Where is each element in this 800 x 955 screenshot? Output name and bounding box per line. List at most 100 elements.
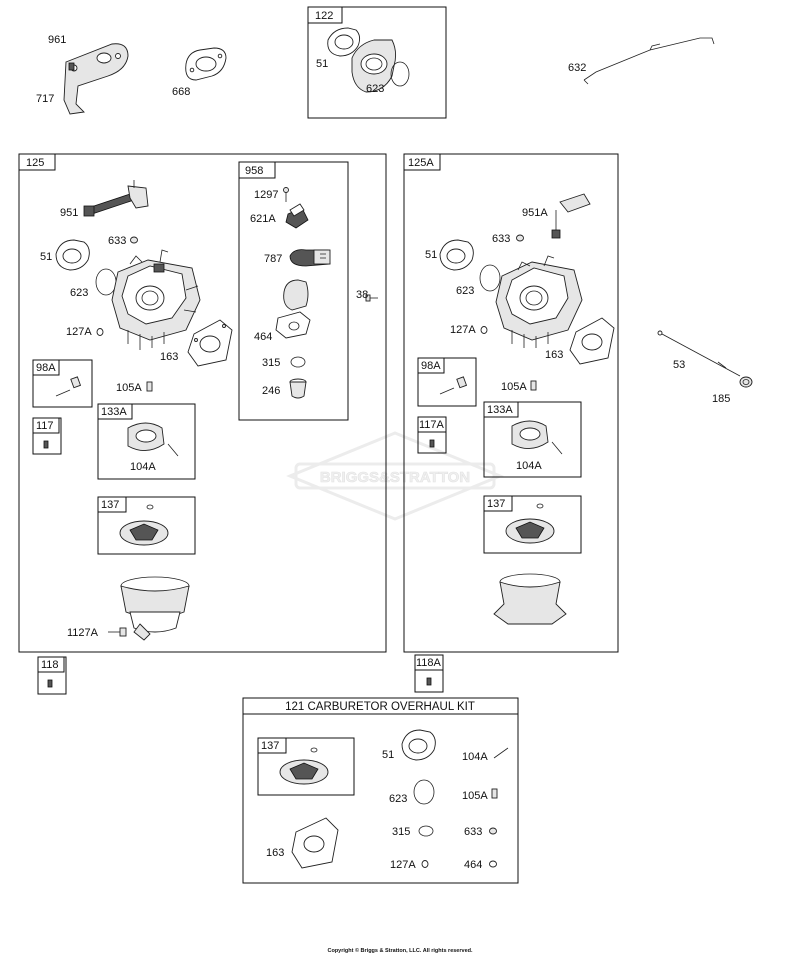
gasket-51-kit[interactable]: [401, 729, 436, 761]
label-951: 951: [60, 207, 78, 219]
gasket-163-r[interactable]: [569, 317, 615, 365]
jet-117[interactable]: [43, 440, 49, 449]
gasket-668[interactable]: [185, 47, 227, 81]
plug-127A-r[interactable]: [480, 326, 488, 334]
jet-117A[interactable]: [429, 439, 435, 448]
plug-633-r[interactable]: [516, 234, 524, 242]
bracket-717[interactable]: [63, 43, 129, 115]
group-122-box: [307, 6, 447, 119]
screw-1297[interactable]: [283, 187, 289, 203]
screw-98A[interactable]: [55, 376, 82, 397]
plug-127A-kit[interactable]: [421, 860, 429, 868]
group-133A-tag: [97, 403, 133, 420]
group-133A-r-box: [483, 401, 582, 478]
choke-lever-951[interactable]: [83, 180, 149, 217]
group-98A-r-label: 98A: [421, 360, 441, 372]
o-ring-623[interactable]: [95, 268, 117, 296]
o-ring-623-r[interactable]: [479, 264, 501, 292]
group-98A-label: 98A: [36, 362, 56, 374]
plug-633[interactable]: [130, 236, 138, 244]
label-127A-kit: 127A: [390, 859, 416, 871]
group-125-tag: [18, 153, 56, 171]
intake-elbow[interactable]: [351, 39, 397, 93]
bracket-621A[interactable]: [285, 203, 309, 229]
group-118-label: 118: [41, 659, 59, 671]
kit-121-title: 121 CARBURETOR OVERHAUL KIT: [285, 701, 475, 713]
gasket-kit-137-kit[interactable]: [279, 747, 329, 785]
jet-105A-kit[interactable]: [491, 788, 498, 799]
group-98A-r-tag: [417, 357, 445, 374]
solenoid-787[interactable]: [289, 249, 331, 267]
label-623-kit: 623: [389, 793, 407, 805]
label-185: 185: [712, 393, 730, 405]
gasket-51-top[interactable]: [327, 27, 361, 57]
label-315-kit: 315: [392, 826, 410, 838]
copyright-notice: Copyright © Briggs & Stratton, LLC. All …: [327, 947, 473, 954]
fuel-solenoid-assembly[interactable]: [275, 279, 311, 339]
label-717: 717: [36, 93, 54, 105]
float-133A[interactable]: [127, 422, 179, 457]
group-137-kit-label: 137: [261, 740, 279, 752]
o-ring-623-kit[interactable]: [413, 779, 435, 805]
label-464-kit: 464: [464, 859, 482, 871]
label-51: 51: [40, 251, 52, 263]
group-137-r-label: 137: [487, 498, 505, 510]
jet-105A[interactable]: [146, 381, 153, 392]
gasket-kit-137-r[interactable]: [505, 503, 555, 544]
label-163-kit: 163: [266, 847, 284, 859]
gasket-51-r[interactable]: [439, 239, 474, 271]
label-1297: 1297: [254, 189, 278, 201]
label-633-r: 633: [492, 233, 510, 245]
group-118-tag: [37, 656, 65, 673]
jet-118A[interactable]: [426, 677, 432, 686]
gasket-kit-137[interactable]: [119, 504, 169, 546]
plug-633-kit[interactable]: [489, 827, 497, 835]
label-951A: 951A: [522, 207, 548, 219]
shaft-53[interactable]: [657, 330, 741, 377]
carburetor-125A[interactable]: [495, 255, 583, 348]
group-137-label: 137: [101, 499, 119, 511]
label-163: 163: [160, 351, 178, 363]
nut-185[interactable]: [739, 376, 753, 388]
label-315: 315: [262, 357, 280, 369]
group-122-tag: [307, 6, 343, 24]
choke-lever-951A[interactable]: [551, 193, 591, 239]
jet-105A-r[interactable]: [530, 380, 537, 391]
jet-118[interactable]: [47, 679, 53, 688]
bolt-1127A[interactable]: [108, 627, 127, 637]
label-105A: 105A: [116, 382, 142, 394]
group-117A-tag: [417, 416, 447, 433]
label-1127A: 1127A: [67, 627, 99, 639]
bowl-246[interactable]: [289, 378, 307, 399]
label-787: 787: [264, 253, 282, 265]
float-bowl-r[interactable]: [493, 573, 567, 625]
group-133A-r-tag: [483, 401, 519, 418]
pin-104A-kit[interactable]: [493, 747, 509, 759]
carburetor-125[interactable]: [111, 249, 201, 350]
group-125-label: 125: [26, 157, 44, 169]
label-961: 961: [48, 34, 66, 46]
gasket-163[interactable]: [187, 319, 233, 367]
label-51-r: 51: [425, 249, 437, 261]
label-246: 246: [262, 385, 280, 397]
group-125A-label: 125A: [408, 157, 434, 169]
label-127A-r: 127A: [450, 324, 476, 336]
float-133A-r[interactable]: [511, 420, 563, 455]
screw-98A-r[interactable]: [439, 376, 468, 395]
link-rod-632[interactable]: [583, 37, 715, 85]
o-ring-623-top[interactable]: [390, 61, 410, 87]
label-633: 633: [108, 235, 126, 247]
float-bowl[interactable]: [120, 576, 190, 641]
seal-315-kit[interactable]: [418, 825, 434, 837]
group-118A-label: 118A: [416, 657, 442, 669]
seal-315[interactable]: [290, 356, 306, 368]
group-137-r-tag: [483, 495, 513, 512]
label-633-kit: 633: [464, 826, 482, 838]
group-98A-box: [32, 359, 93, 408]
washer-464-kit[interactable]: [489, 860, 497, 868]
screw-38[interactable]: [365, 294, 378, 302]
plug-127A[interactable]: [96, 328, 104, 336]
gasket-51[interactable]: [55, 239, 90, 271]
gasket-163-kit[interactable]: [291, 817, 339, 869]
